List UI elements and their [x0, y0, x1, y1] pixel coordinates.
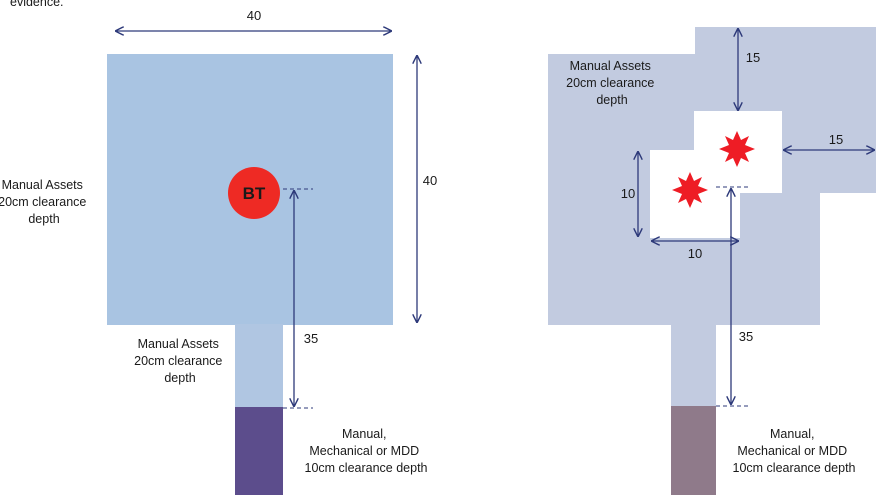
lower-burst-icon — [672, 172, 708, 208]
left-main-label: Manual Assets 20cm clearance depth — [0, 178, 90, 226]
left-top-dimension-label: 40 — [247, 8, 261, 23]
right-side-dimension-label: 15 — [829, 132, 843, 147]
right-top-dimension-label: 15 — [746, 50, 760, 65]
bt-marker — [228, 167, 280, 219]
left-vertical-dimension-label: 35 — [304, 331, 318, 346]
left-diagram: 40 40 35 BT Manual Assets 20cm clearance… — [0, 8, 437, 495]
header-fragment: evidence. — [10, 0, 64, 9]
right-base-area — [671, 406, 716, 495]
left-base-area — [235, 407, 283, 495]
right-bottom-dimension-label: 10 — [688, 246, 702, 261]
right-main-label: Manual Assets 20cm clearance depth — [566, 59, 658, 107]
right-diagram: 15 15 10 10 35 Manual Assets 20cm cleara… — [548, 27, 876, 495]
left-right-dimension-label: 40 — [423, 173, 437, 188]
right-base-label: Manual, Mechanical or MDD 10cm clearance… — [733, 427, 856, 475]
bt-marker-label: BT — [243, 184, 266, 203]
right-neck-area — [671, 324, 716, 408]
right-left-dimension-label: 10 — [621, 186, 635, 201]
left-neck-area — [235, 324, 283, 408]
left-neck-label: Manual Assets 20cm clearance depth — [134, 337, 226, 385]
left-base-label: Manual, Mechanical or MDD 10cm clearance… — [305, 427, 428, 475]
upper-burst-icon — [719, 131, 755, 167]
right-vertical-dimension-label: 35 — [739, 329, 753, 344]
